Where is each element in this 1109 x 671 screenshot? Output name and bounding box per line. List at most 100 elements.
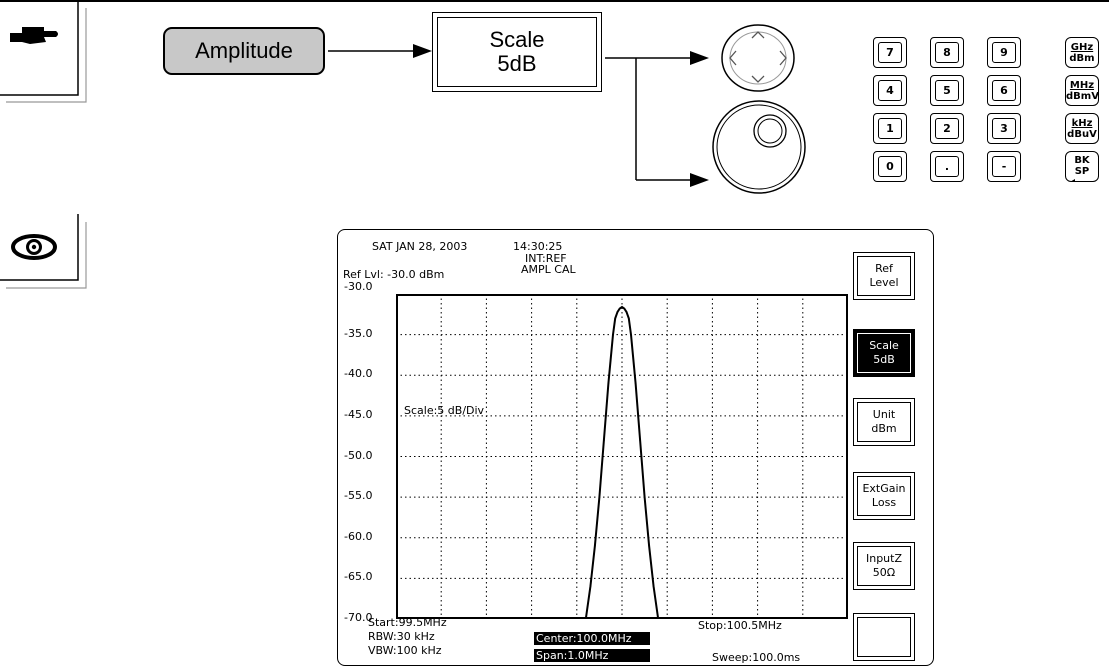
- trace-point: [648, 545, 650, 547]
- ampl-cal-status: AMPL CAL: [521, 263, 576, 276]
- ref-level-readout: Ref Lvl: -30.0 dBm: [343, 268, 445, 281]
- y-tick-label: -60.0: [344, 529, 373, 543]
- y-tick-label: -70.0: [344, 611, 373, 624]
- keypad-key[interactable]: .: [930, 151, 964, 182]
- scale-softkey-illustration[interactable]: Scale 5dB: [432, 12, 602, 92]
- trace-point: [585, 618, 587, 619]
- softkey-input-z[interactable]: InputZ 50Ω: [853, 542, 915, 590]
- trace-point: [634, 382, 637, 385]
- keypad-key-label: 2: [943, 122, 951, 135]
- keypad-key[interactable]: 1: [873, 113, 907, 144]
- softkey-line1: Ref: [875, 262, 893, 275]
- trace-plot: [396, 294, 848, 619]
- softkey-line1: InputZ: [865, 552, 903, 565]
- analyzer-screen: SAT JAN 28, 2003 14:30:25 INT:REF AMPL C…: [337, 229, 934, 666]
- center-freq: Center:100.0MHz: [534, 632, 650, 645]
- softkey-line1: ExtGain: [862, 482, 906, 495]
- trace-point: [623, 307, 626, 310]
- softkey-line2: dBm: [871, 422, 897, 435]
- unit-key-bottom: dBuV: [1067, 128, 1097, 140]
- trace-point: [616, 311, 619, 313]
- softkey-line1: Unit: [872, 408, 896, 421]
- eye-icon: [11, 234, 57, 260]
- start-freq: Start:99.5MHz: [368, 616, 447, 629]
- trace-point: [589, 585, 592, 588]
- keypad-key[interactable]: 5: [930, 75, 964, 106]
- keypad-key-label: 6: [1000, 84, 1008, 97]
- keypad-key[interactable]: 9: [987, 37, 1021, 68]
- keypad-key-label: -: [1001, 160, 1007, 173]
- keypad-key-label: 3: [1000, 122, 1008, 135]
- trace-point: [632, 358, 635, 360]
- int-ref-status: INT:REF: [525, 252, 567, 265]
- y-tick-label: -30.0: [344, 280, 373, 293]
- y-tick-label: -55.0: [344, 489, 373, 503]
- softkey-ref-level[interactable]: Ref Level: [853, 252, 915, 300]
- arrow-keys-pad[interactable]: [720, 20, 800, 96]
- span-readout: Span:1.0MHz: [534, 649, 650, 662]
- vbw-readout: VBW:100 kHz: [368, 644, 442, 657]
- keypad-key[interactable]: 7: [873, 37, 907, 68]
- observe-step-icon-frame: [0, 214, 87, 289]
- keypad-key-label: 9: [1000, 46, 1008, 59]
- keypad-key-label: 7: [886, 46, 894, 59]
- keypad-key[interactable]: 3: [987, 113, 1021, 144]
- trace-point: [612, 333, 614, 336]
- khz-dbuv-key[interactable]: kHz dBuV: [1065, 113, 1099, 144]
- trace-point: [603, 439, 605, 441]
- trace-point: [625, 311, 628, 313]
- trace-point: [609, 358, 612, 360]
- scale-note: Scale:5 dB/Div: [404, 404, 485, 417]
- keypad-key-label: 8: [943, 46, 951, 59]
- mhz-dbmv-key[interactable]: MHz dBmV: [1065, 75, 1099, 106]
- up-arrow-icon[interactable]: [751, 31, 765, 39]
- softkey-scale[interactable]: Scale 5dB: [853, 329, 915, 377]
- softkey-blank[interactable]: [853, 613, 915, 661]
- keypad-key[interactable]: 2: [930, 113, 964, 144]
- y-tick-label: -40.0: [344, 367, 373, 381]
- y-tick-label: -35.0: [344, 326, 373, 340]
- keypad-key[interactable]: -: [987, 151, 1021, 182]
- backspace-key-label: BK SP: [1074, 155, 1090, 177]
- y-tick-label: -45.0: [344, 407, 373, 421]
- right-arrow-icon[interactable]: [779, 50, 787, 66]
- backspace-key[interactable]: BK SP: [1065, 151, 1099, 182]
- keypad-key-label: 1: [886, 122, 894, 135]
- rotary-knob[interactable]: [709, 99, 809, 195]
- y-tick-label: -65.0: [344, 570, 373, 584]
- unit-key-bottom: dBmV: [1066, 90, 1099, 102]
- keypad-key[interactable]: 4: [873, 75, 907, 106]
- sweep-time: Sweep:100.0ms: [712, 651, 801, 664]
- trace-point: [607, 382, 610, 385]
- ghz-dbm-key[interactable]: GHz dBm: [1065, 37, 1099, 68]
- softkey-ext-gain-loss[interactable]: ExtGain Loss: [853, 472, 915, 520]
- unit-key-top: kHz: [1071, 117, 1093, 129]
- trace-point: [614, 317, 616, 320]
- keypad-key[interactable]: 6: [987, 75, 1021, 106]
- backspace-arrow-icon: [1071, 179, 1075, 181]
- unit-key-bottom: dBm: [1069, 52, 1095, 64]
- trace-point: [598, 496, 601, 498]
- trace-point: [618, 307, 621, 310]
- pointing-hand-icon: [10, 27, 58, 44]
- softkey-line1: Scale: [869, 339, 899, 352]
- keypad-key[interactable]: 0: [873, 151, 907, 182]
- amplitude-key[interactable]: Amplitude: [163, 27, 325, 75]
- down-arrow-icon[interactable]: [751, 75, 765, 83]
- rbw-readout: RBW:30 kHz: [368, 630, 435, 643]
- keypad-key[interactable]: 8: [930, 37, 964, 68]
- unit-key-top: MHz: [1069, 79, 1095, 91]
- scale-key-line2: 5dB: [497, 51, 537, 76]
- softkey-unit[interactable]: Unit dBm: [853, 398, 915, 446]
- keypad-key-label: 5: [943, 84, 951, 97]
- plot-frame: [396, 294, 848, 619]
- trace-point: [630, 333, 632, 336]
- left-arrow-icon[interactable]: [729, 50, 737, 66]
- trace-point: [594, 545, 596, 547]
- trace-point: [657, 618, 659, 619]
- amplitude-key-label: Amplitude: [195, 38, 293, 63]
- keypad-key-label: .: [944, 160, 950, 173]
- softkey-line2: Level: [869, 276, 899, 289]
- softkey-line2: Loss: [871, 496, 897, 509]
- keypad-key-label: 0: [886, 160, 894, 173]
